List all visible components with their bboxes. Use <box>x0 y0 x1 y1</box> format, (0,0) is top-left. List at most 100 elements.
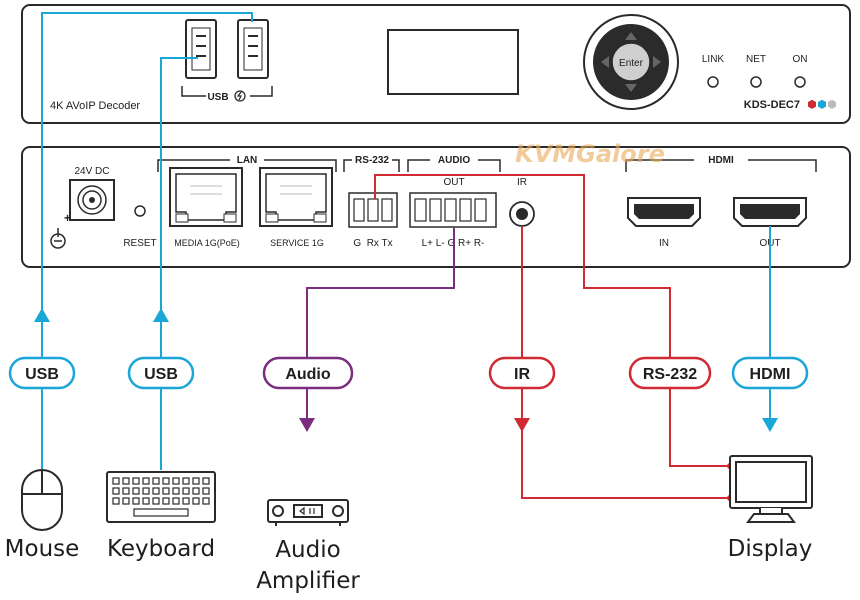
model-name: KDS-DEC7 <box>744 99 800 111</box>
ir-jack <box>509 201 535 227</box>
usb-mouse-arrow <box>34 308 50 322</box>
keyboard-key <box>202 487 210 495</box>
pill-hdmi-label: HDMI <box>750 366 791 383</box>
keyboard-icon <box>106 471 216 523</box>
mouse-label: Mouse <box>5 536 80 562</box>
display-label: Display <box>728 536 813 562</box>
keyboard-key <box>152 497 160 505</box>
keyboard-key <box>182 487 190 495</box>
navigation-dial: Enter <box>583 14 679 110</box>
pill-hdmi: HDMI <box>731 356 809 390</box>
pill-rs232: RS-232 <box>628 356 712 390</box>
pill-audio-label: Audio <box>285 366 331 383</box>
keyboard-key <box>142 487 150 495</box>
keyboard-key <box>112 497 120 505</box>
keyboard-key <box>162 477 170 485</box>
keyboard-label: Keyboard <box>107 536 215 562</box>
svg-text:+: + <box>64 211 71 225</box>
power-label: 24V DC <box>74 166 109 177</box>
audio-cable <box>306 227 455 420</box>
keyboard-key <box>152 477 160 485</box>
usb-mouse-cable <box>41 12 253 470</box>
keyboard-key <box>132 477 140 485</box>
usb-power-icon <box>234 90 246 102</box>
led-label-net: NET <box>746 54 766 65</box>
keyboard-key <box>112 487 120 495</box>
keyboard-key <box>192 477 200 485</box>
hdmi-in-label: IN <box>659 238 669 249</box>
led-label-link: LINK <box>702 54 725 65</box>
pill-ir-label: IR <box>514 366 530 383</box>
front-display-screen <box>387 29 519 95</box>
keyboard-key <box>142 477 150 485</box>
lan-media-port <box>169 167 243 227</box>
ir-cable <box>521 226 728 499</box>
keyboard-key <box>202 497 210 505</box>
keyboard-key <box>132 497 140 505</box>
rs232-cable <box>374 174 728 467</box>
front-panel: USB 4K AVoIP Decoder Enter LINK NET ON K… <box>21 4 851 124</box>
model-color-dots <box>808 99 836 109</box>
pill-usb-mouse: USB <box>8 356 76 390</box>
keyboard-key <box>142 497 150 505</box>
rs232-terminal-block <box>348 192 398 228</box>
power-jack <box>69 179 115 221</box>
ir-arrow <box>514 418 530 432</box>
usb-keyboard-cable <box>160 57 198 470</box>
keyboard-key <box>162 497 170 505</box>
display-icon <box>729 455 813 523</box>
service-port-label: SERVICE 1G <box>270 238 324 248</box>
hdmi-arrow <box>762 418 778 432</box>
amplifier-label-line1: Audio <box>275 537 340 563</box>
keyboard-key <box>122 477 130 485</box>
keyboard-key <box>112 477 120 485</box>
reset-label: RESET <box>123 238 156 249</box>
rs232-pins-label: G Rx Tx <box>353 238 392 249</box>
pill-usb-mouse-label: USB <box>25 366 59 383</box>
ir-label: IR <box>517 177 527 188</box>
watermark: KVMGalore <box>515 140 665 168</box>
keyboard-key <box>192 497 200 505</box>
keyboard-key <box>172 497 180 505</box>
pill-rs232-label: RS-232 <box>643 366 697 383</box>
ground-icon: + <box>50 211 71 249</box>
pill-usb-keyboard-label: USB <box>144 366 178 383</box>
keyboard-key <box>192 487 200 495</box>
audio-arrow <box>299 418 315 432</box>
audio-amplifier-icon <box>267 499 349 526</box>
pill-ir: IR <box>488 356 556 390</box>
audio-terminal-block <box>409 192 497 228</box>
keyboard-key <box>122 487 130 495</box>
keyboard-key <box>152 487 160 495</box>
lan-service-port <box>259 167 333 227</box>
usb-port-1 <box>185 19 217 79</box>
rs232-group-label: RS-232 <box>355 155 389 166</box>
device-caption: 4K AVoIP Decoder <box>50 100 140 112</box>
hdmi-out-port <box>733 197 807 227</box>
usb-keyboard-arrow <box>153 308 169 322</box>
keyboard-key <box>172 487 180 495</box>
mouse-icon <box>21 469 63 531</box>
audio-out-label: OUT <box>443 177 464 188</box>
media-port-label: MEDIA 1G(PoE) <box>174 238 240 248</box>
status-leds: LINK NET ON <box>702 54 808 88</box>
keyboard-key <box>182 477 190 485</box>
pill-audio: Audio <box>262 356 354 390</box>
hdmi-in-port <box>627 197 701 227</box>
keyboard-key <box>162 487 170 495</box>
led-label-on: ON <box>793 54 808 65</box>
enter-button-label: Enter <box>619 58 644 69</box>
keyboard-key <box>132 487 140 495</box>
usb-port-2 <box>237 19 269 79</box>
usb-group-label: USB <box>207 92 228 103</box>
rear-panel: 24V DC + RESET LAN MEDIA 1G(PoE) <box>21 146 851 268</box>
keyboard-key <box>182 497 190 505</box>
audio-group-label: AUDIO <box>438 155 470 166</box>
reset-button <box>134 205 146 217</box>
hdmi-group-label: HDMI <box>708 155 734 166</box>
keyboard-key <box>172 477 180 485</box>
keyboard-key <box>122 497 130 505</box>
keyboard-key <box>202 477 210 485</box>
pill-usb-keyboard: USB <box>127 356 195 390</box>
